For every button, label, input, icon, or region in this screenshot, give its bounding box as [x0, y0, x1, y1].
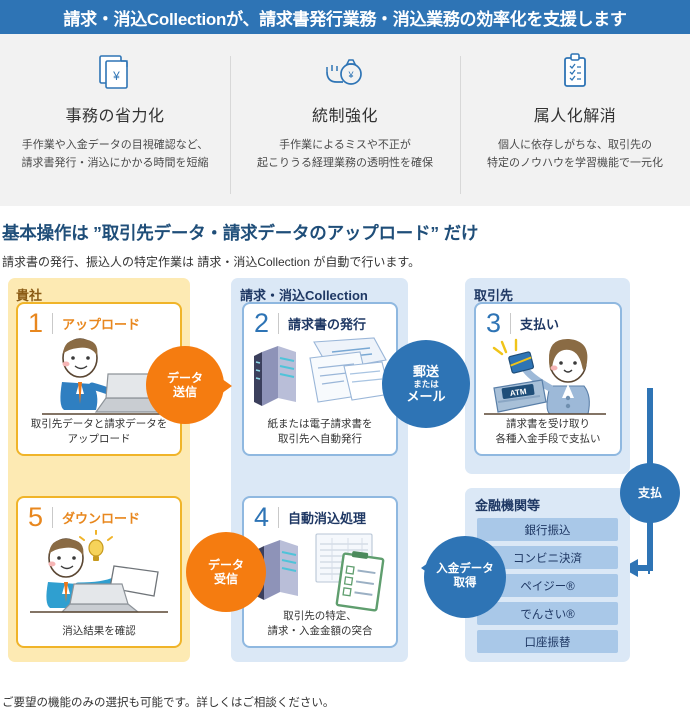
step-2-title: 請求書の発行	[288, 317, 367, 332]
badge-data-send: データ 送信	[146, 346, 224, 424]
woman-atm-icon: ATM	[476, 336, 620, 420]
lane-label-business-partner: 取引先	[474, 288, 514, 303]
step-5-number: 5	[28, 502, 44, 532]
feature-card-0: ¥ 事務の省力化 手作業や入金データの目視確認など、 請求書発行・消込にかかる時…	[0, 50, 230, 206]
step-1-title: アップロード	[62, 317, 141, 332]
step-card-2[interactable]: 2 請求書の発行 紙または電子請求書を 取引先へ自動発行	[242, 302, 398, 456]
badge-data-send-line2: 送信	[172, 385, 197, 399]
step-3-header: 3 支払い	[476, 304, 620, 337]
step-4-caption-line1: 取引先の特定、	[283, 609, 357, 622]
step-2-caption-line1: 紙または電子請求書を	[267, 417, 373, 430]
step-card-3[interactable]: 3 支払い ATM	[474, 302, 622, 456]
svg-text:ATM: ATM	[509, 387, 527, 398]
step-3-caption-line2: 各種入金手段で支払い	[495, 432, 601, 445]
svg-text:¥: ¥	[112, 69, 120, 83]
payment-method-0[interactable]: 銀行振込	[477, 518, 618, 541]
badge-mail-or-post: 郵送 または メール	[382, 340, 470, 428]
step-3-caption-line1: 請求書を受け取り	[506, 417, 590, 430]
step-1-caption: 取引先データと請求データを アップロード	[18, 417, 180, 447]
step-5-divider	[52, 507, 54, 528]
clipboard-checklist-icon	[470, 50, 680, 96]
feature-desc-line2: 特定のノウハウを学習機能で一元化	[487, 157, 663, 170]
feature-desc-line2: 起こりうる経理業務の透明性を確保	[257, 157, 433, 170]
payment-method-1[interactable]: コンビニ決済	[477, 546, 618, 569]
step-4-title: 自動消込処理	[288, 511, 367, 526]
header-banner: 請求・消込Collectionが、請求書発行業務・消込業務の効率化を支援します	[0, 0, 690, 34]
financial-institutions-title: 金融機関等	[475, 498, 541, 513]
payment-method-4[interactable]: 口座振替	[477, 630, 618, 653]
step-card-4[interactable]: 4 自動消込処理	[242, 496, 398, 648]
section-heading: 基本操作は ”取引先データ・請求データのアップロード” だけ	[2, 223, 479, 243]
badge-deposit-line1: 入金データ	[436, 563, 494, 576]
feature-desc-0: 手作業や入金データの目視確認など、 請求書発行・消込にかかる時間を短縮	[10, 136, 220, 172]
feature-desc-2: 個人に依存しがちな、取引先の 特定のノウハウを学習機能で一元化	[470, 136, 680, 172]
step-3-number: 3	[486, 308, 502, 338]
step-4-number: 4	[254, 502, 270, 532]
process-flow-diagram: 貴社 請求・消込Collection 取引先 1	[0, 278, 690, 683]
badge-mail-line1: 郵送	[412, 363, 439, 379]
feature-title-1: 統制強化	[311, 108, 378, 125]
feature-title-2: 属人化解消	[533, 108, 617, 125]
financial-institutions-box: 金融機関等 銀行振込 コンビニ決済 ペイジー® でんさい® 口座振替	[465, 488, 630, 662]
lane-label-your-company: 貴社	[16, 288, 43, 303]
money-bag-icon: ¥	[240, 50, 450, 96]
step-2-caption: 紙または電子請求書を 取引先へ自動発行	[244, 417, 396, 447]
step-3-divider	[510, 313, 512, 334]
payment-method-list: 銀行振込 コンビニ決済 ペイジー® でんさい® 口座振替	[477, 518, 618, 658]
payment-method-3[interactable]: でんさい®	[477, 602, 618, 625]
servers-documents-icon	[244, 336, 396, 420]
servers-checklist-icon	[244, 530, 396, 614]
feature-desc-line1: 手作業や入金データの目視確認など、	[21, 139, 209, 151]
step-4-caption: 取引先の特定、 請求・入金金額の突合	[244, 609, 396, 639]
step-card-5[interactable]: 5 ダウンロード	[16, 496, 182, 648]
step-4-divider	[278, 507, 280, 528]
step-3-caption: 請求書を受け取り 各種入金手段で支払い	[476, 417, 620, 447]
step-1-header: 1 アップロード	[18, 304, 180, 337]
step-2-caption-line2: 取引先へ自動発行	[278, 432, 362, 445]
badge-mail-line2: または	[413, 378, 439, 389]
feature-card-2: 属人化解消 個人に依存しがちな、取引先の 特定のノウハウを学習機能で一元化	[460, 50, 690, 206]
step-1-number: 1	[28, 308, 44, 338]
badge-payment: 支払	[620, 463, 680, 523]
invoice-yen-icon: ¥	[10, 50, 220, 96]
badge-data-receive: データ 受信	[186, 532, 266, 612]
step-2-header: 2 請求書の発行	[244, 304, 396, 337]
section-subheading: 請求書の発行、振込人の特定作業は 請求・消込Collection が自動で行いま…	[2, 255, 421, 269]
lane-label-collection-service: 請求・消込Collection	[240, 288, 368, 303]
step-5-caption: 消込結果を確認	[18, 624, 180, 639]
step-2-divider	[278, 313, 280, 334]
step-1-divider	[52, 313, 54, 334]
badge-data-receive-line2: 受信	[213, 572, 238, 586]
step-1-caption-line1: 取引先データと請求データを	[30, 417, 168, 430]
step-5-header: 5 ダウンロード	[18, 498, 180, 531]
feature-card-1: ¥ 統制強化 手作業によるミスや不正が 起こりうる経理業務の透明性を確保	[230, 50, 460, 206]
feature-row: ¥ 事務の省力化 手作業や入金データの目視確認など、 請求書発行・消込にかかる時…	[0, 34, 690, 206]
step-4-caption-line2: 請求・入金金額の突合	[267, 624, 373, 637]
payment-method-2[interactable]: ペイジー®	[477, 574, 618, 597]
badge-payment-label: 支払	[637, 485, 662, 500]
feature-desc-line2: 請求書発行・消込にかかる時間を短縮	[21, 157, 209, 170]
step-3-title: 支払い	[520, 317, 560, 332]
badge-deposit-data: 入金データ 取得	[424, 536, 506, 618]
footer-note: ご要望の機能のみの選択も可能です。詳しくはご相談ください。	[2, 697, 335, 709]
feature-desc-line1: 個人に依存しがちな、取引先の	[498, 139, 652, 151]
banner-title: 請求・消込Collectionが、請求書発行業務・消込業務の効率化を支援します	[63, 9, 627, 29]
badge-data-receive-line1: データ	[207, 557, 244, 572]
person-laptop-result-icon	[18, 528, 180, 614]
badge-deposit-line2: 取得	[453, 577, 477, 589]
feature-desc-1: 手作業によるミスや不正が 起こりうる経理業務の透明性を確保	[240, 136, 450, 172]
feature-title-0: 事務の省力化	[65, 108, 165, 125]
step-4-header: 4 自動消込処理	[244, 498, 396, 531]
badge-mail-line3: メール	[406, 389, 446, 404]
person-laptop-icon	[18, 336, 180, 420]
badge-data-send-line1: データ	[166, 370, 203, 385]
step-5-title: ダウンロード	[62, 511, 141, 526]
svg-text:¥: ¥	[347, 70, 354, 80]
step-5-caption-line1: 消込結果を確認	[62, 624, 136, 637]
step-1-caption-line2: アップロード	[67, 432, 131, 445]
step-2-number: 2	[254, 308, 270, 338]
feature-desc-line1: 手作業によるミスや不正が	[279, 139, 411, 151]
